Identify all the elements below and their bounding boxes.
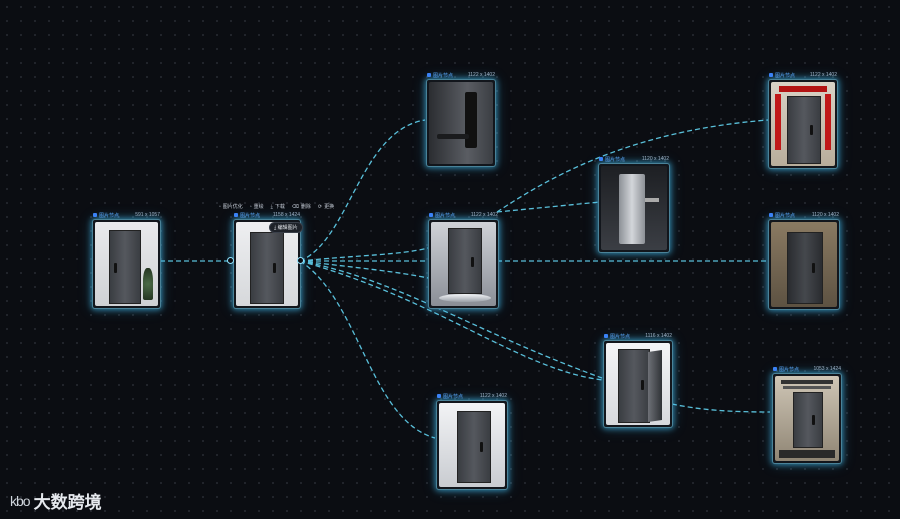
node-toolbar: ▫图片优化 ▫重绘 ⤓下载 ⌫删除 ⟳更换 xyxy=(219,203,335,211)
edit-image-button[interactable]: ⤓ 编辑图片 xyxy=(269,222,303,233)
door-festive-thumbnail xyxy=(771,82,835,166)
image-icon xyxy=(429,213,433,217)
link-edit-spread-a xyxy=(299,247,429,262)
toolbar-download[interactable]: ⤓下载 xyxy=(270,203,285,211)
image-icon xyxy=(93,213,97,217)
toolbar-replace[interactable]: ⟳更换 xyxy=(317,203,335,211)
image-icon xyxy=(437,394,441,398)
watermark-mark: kbo xyxy=(10,492,31,509)
image-icon xyxy=(769,73,773,77)
door-thumbnail xyxy=(236,222,298,306)
watermark-text: 大数跨境 xyxy=(33,493,102,512)
link-edit-spread-b xyxy=(299,260,429,279)
link-edit-to-lock xyxy=(299,260,604,381)
door-thumbnail xyxy=(439,403,505,487)
door-stone-thumbnail xyxy=(771,222,837,307)
image-icon xyxy=(427,73,431,77)
toolbar-redraw[interactable]: ▫重绘 xyxy=(249,203,264,211)
node-tag: 图片节点 xyxy=(93,212,119,219)
door-poster-thumbnail xyxy=(775,376,839,461)
image-node-source[interactable]: 图片节点 591 x 1057 xyxy=(92,212,161,309)
image-icon xyxy=(773,367,777,371)
watermark-logo: kbo 大数跨境 xyxy=(10,488,102,513)
image-icon xyxy=(599,157,603,161)
toolbar-optimize[interactable]: ▫图片优化 xyxy=(219,203,243,211)
output-port[interactable] xyxy=(297,257,304,264)
link-hub-to-redgate xyxy=(496,119,769,213)
door-thumbnail xyxy=(95,222,158,306)
node-size: 591 x 1057 xyxy=(135,212,160,218)
output-port[interactable] xyxy=(227,257,234,264)
toolbar-delete[interactable]: ⌫删除 xyxy=(291,203,311,211)
door-thumbnail xyxy=(431,222,496,306)
image-icon xyxy=(769,213,773,217)
link-hub-to-mortise xyxy=(496,201,601,213)
door-open-thumbnail xyxy=(606,343,670,425)
link-edit-to-handle xyxy=(299,119,426,262)
link-edit-to-bottom xyxy=(299,260,436,439)
mortise-lock-thumbnail xyxy=(601,166,667,250)
image-icon xyxy=(604,334,608,338)
link-lock-to-poster xyxy=(671,403,771,413)
smart-lock-thumbnail xyxy=(429,82,493,164)
image-icon xyxy=(234,213,238,217)
